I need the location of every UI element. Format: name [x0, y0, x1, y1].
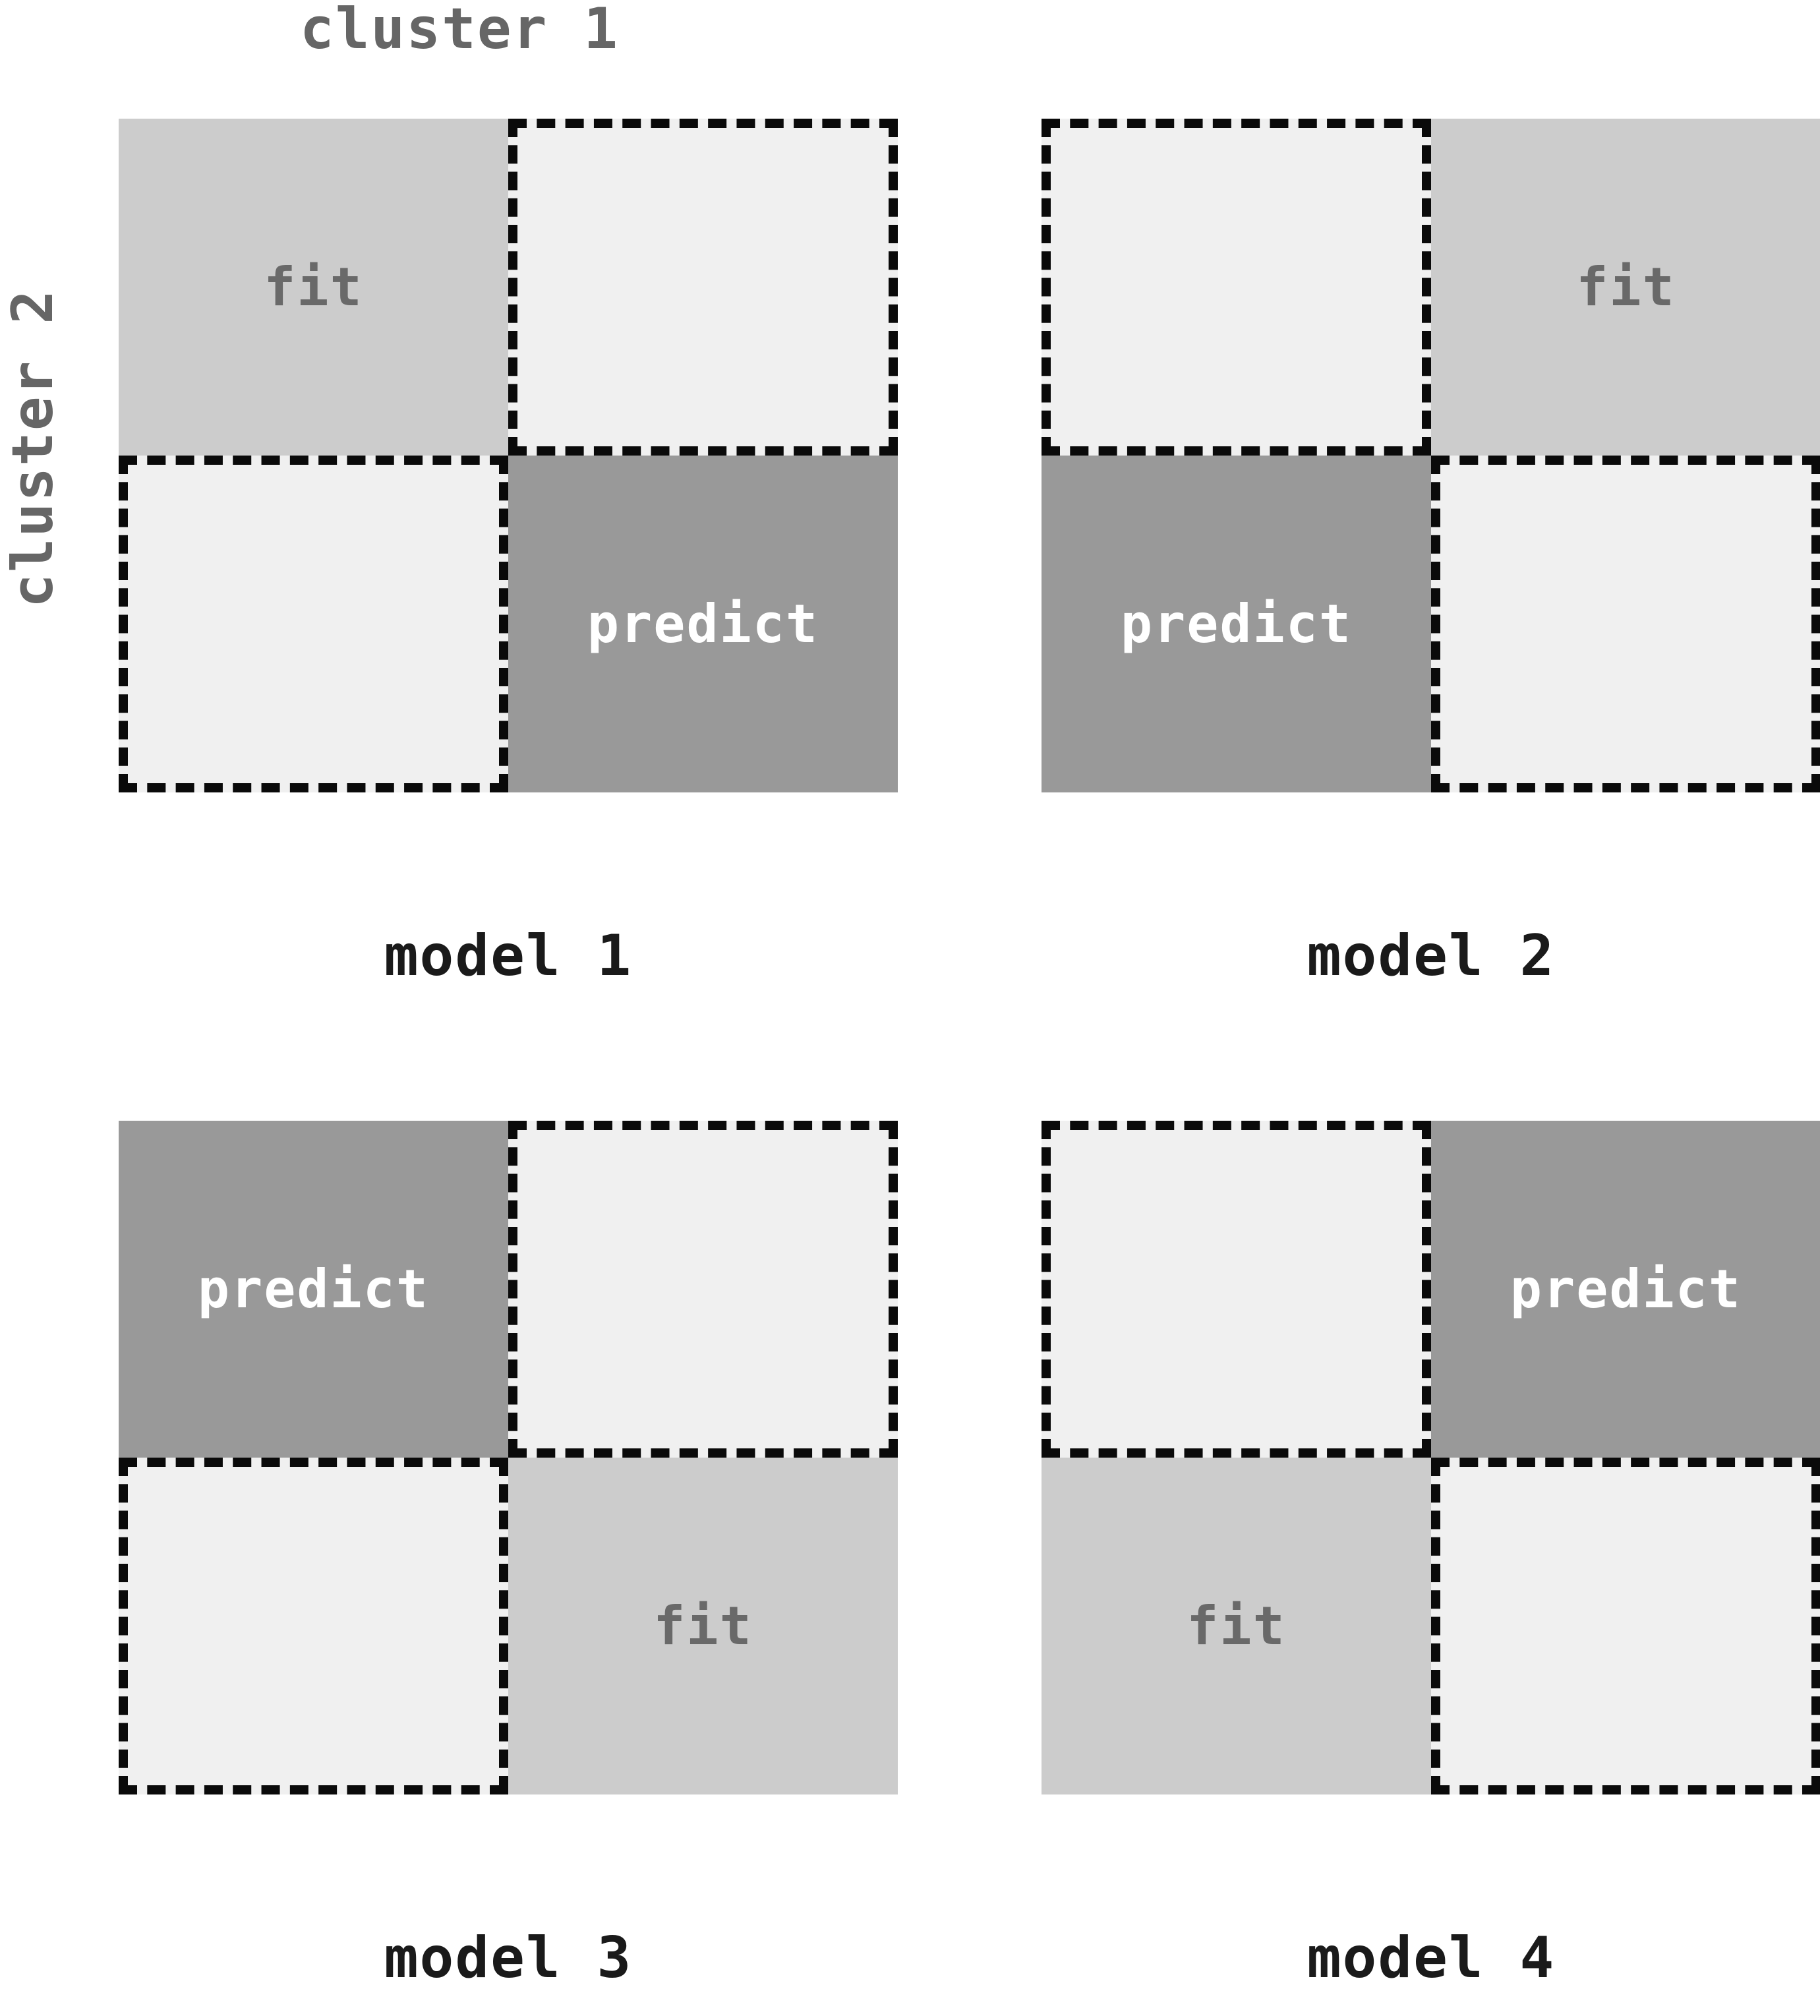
- quadrant-grid: fit predict: [1042, 119, 1820, 792]
- panel-caption-model-1: model 1: [384, 923, 633, 989]
- panel-caption-model-2: model 2: [1306, 923, 1556, 989]
- quadrant-bottom-right[interactable]: predict: [508, 456, 898, 792]
- quadrant-label-fit: fit: [653, 1595, 753, 1657]
- quadrant-top-right[interactable]: [508, 119, 898, 456]
- quadrant-grid: predict fit: [1042, 1121, 1820, 1794]
- model-panel-3[interactable]: predict fit: [119, 1121, 898, 1794]
- quadrant-top-right[interactable]: predict: [1431, 1121, 1820, 1458]
- panel-caption-model-3: model 3: [384, 1925, 633, 1991]
- quadrant-top-right[interactable]: [508, 1121, 898, 1458]
- quadrant-top-left[interactable]: predict: [119, 1121, 508, 1458]
- model-panel-1[interactable]: fit predict: [119, 119, 898, 792]
- column-axis-title: cluster 1: [300, 0, 619, 62]
- quadrant-label-predict: predict: [1120, 593, 1353, 655]
- quadrant-bottom-right[interactable]: fit: [508, 1458, 898, 1794]
- quadrant-label-fit: fit: [1187, 1595, 1286, 1657]
- quadrant-top-left[interactable]: fit: [119, 119, 508, 456]
- quadrant-bottom-left[interactable]: [119, 1458, 508, 1794]
- quadrant-label-predict: predict: [1510, 1258, 1742, 1320]
- quadrant-label-fit: fit: [1576, 256, 1676, 318]
- quadrant-top-left[interactable]: [1042, 1121, 1431, 1458]
- quadrant-bottom-left[interactable]: fit: [1042, 1458, 1431, 1794]
- quadrant-label-fit: fit: [264, 256, 363, 318]
- quadrant-label-predict: predict: [587, 593, 819, 655]
- quadrant-bottom-left[interactable]: predict: [1042, 456, 1431, 792]
- quadrant-label-predict: predict: [197, 1258, 430, 1320]
- quadrant-bottom-right[interactable]: [1431, 1458, 1820, 1794]
- quadrant-bottom-right[interactable]: [1431, 456, 1820, 792]
- row-axis-title: cluster 2: [0, 289, 66, 608]
- quadrant-bottom-left[interactable]: [119, 456, 508, 792]
- model-panel-4[interactable]: predict fit: [1042, 1121, 1820, 1794]
- model-panel-2[interactable]: fit predict: [1042, 119, 1820, 792]
- quadrant-top-left[interactable]: [1042, 119, 1431, 456]
- quadrant-top-right[interactable]: fit: [1431, 119, 1820, 456]
- quadrant-grid: predict fit: [119, 1121, 898, 1794]
- quadrant-grid: fit predict: [119, 119, 898, 792]
- panel-caption-model-4: model 4: [1306, 1925, 1556, 1991]
